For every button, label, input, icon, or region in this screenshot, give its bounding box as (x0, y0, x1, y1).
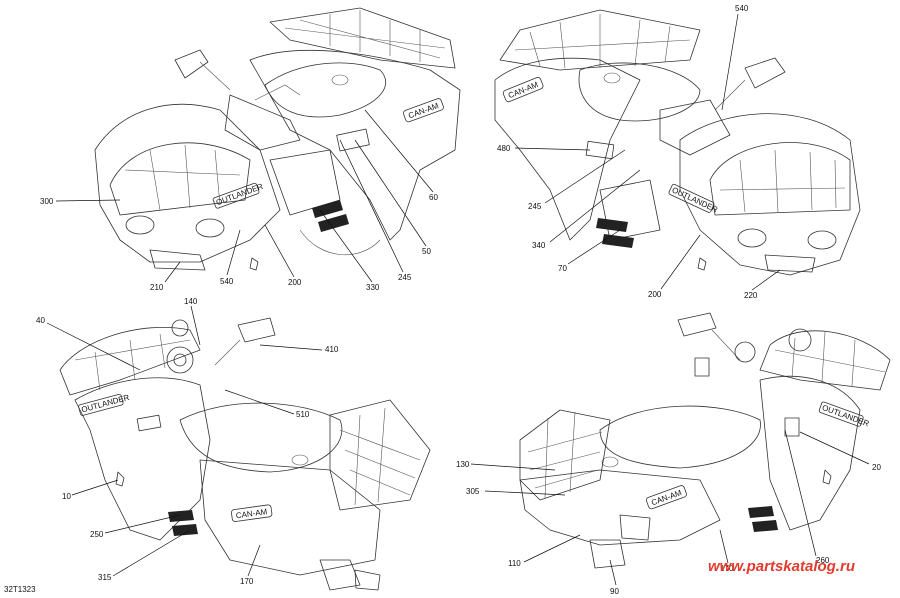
diagram-id: 32T1323 (4, 585, 36, 594)
callout-label: 540 (735, 4, 749, 13)
callout-label: 50 (422, 247, 431, 256)
callout-label: 20 (872, 463, 881, 472)
decal-brand-text: CAN-AM (235, 507, 268, 520)
callout-label: 250 (90, 530, 104, 539)
callout-label: 140 (184, 297, 198, 306)
view-front-right: CAN-AM OUTLANDER 540 480 245 340 70 200 … (494, 4, 861, 300)
callout-label: 480 (497, 144, 511, 153)
callout-label: 60 (429, 193, 438, 202)
decal-model-text: OUTLANDER (215, 182, 265, 207)
callout-label: 170 (720, 564, 734, 573)
callout-label: 220 (744, 291, 758, 300)
callout-label: 340 (532, 241, 546, 250)
callout-label: 130 (456, 460, 470, 469)
callout-label: 245 (398, 273, 412, 282)
view-rear-right: OUTLANDER CAN-AM 130 305 110 90 170 260 … (456, 312, 891, 596)
callout-label: 70 (558, 264, 567, 273)
callout-label: 330 (366, 283, 380, 292)
view-rear-left: OUTLANDER CAN-AM 140 40 410 510 10 250 3… (36, 297, 431, 591)
callout-label: 200 (288, 278, 302, 287)
callout-label: 40 (36, 316, 45, 325)
callout-label: 170 (240, 577, 254, 586)
callout-label: 260 (816, 556, 830, 565)
decal-model-text: OUTLANDER (671, 185, 720, 214)
callout-label: 210 (150, 283, 164, 292)
decal-model-text: OUTLANDER (821, 403, 871, 428)
callout-label: 410 (325, 345, 339, 354)
callout-label: 540 (220, 277, 234, 286)
callout-label: 300 (40, 197, 54, 206)
callout-label: 110 (508, 559, 521, 568)
callout-label: 90 (610, 587, 619, 596)
callout-label: 200 (648, 290, 662, 299)
callout-label: 245 (528, 202, 542, 211)
watermark-link[interactable]: www.partskatalog.ru (708, 558, 855, 575)
callout-label: 305 (466, 487, 480, 496)
callout-label: 10 (62, 492, 71, 501)
view-front-left: CAN-AM OUTLANDER 300 210 540 200 330 245… (40, 7, 461, 292)
callout-label: 510 (296, 410, 310, 419)
callout-label: 315 (98, 573, 112, 582)
